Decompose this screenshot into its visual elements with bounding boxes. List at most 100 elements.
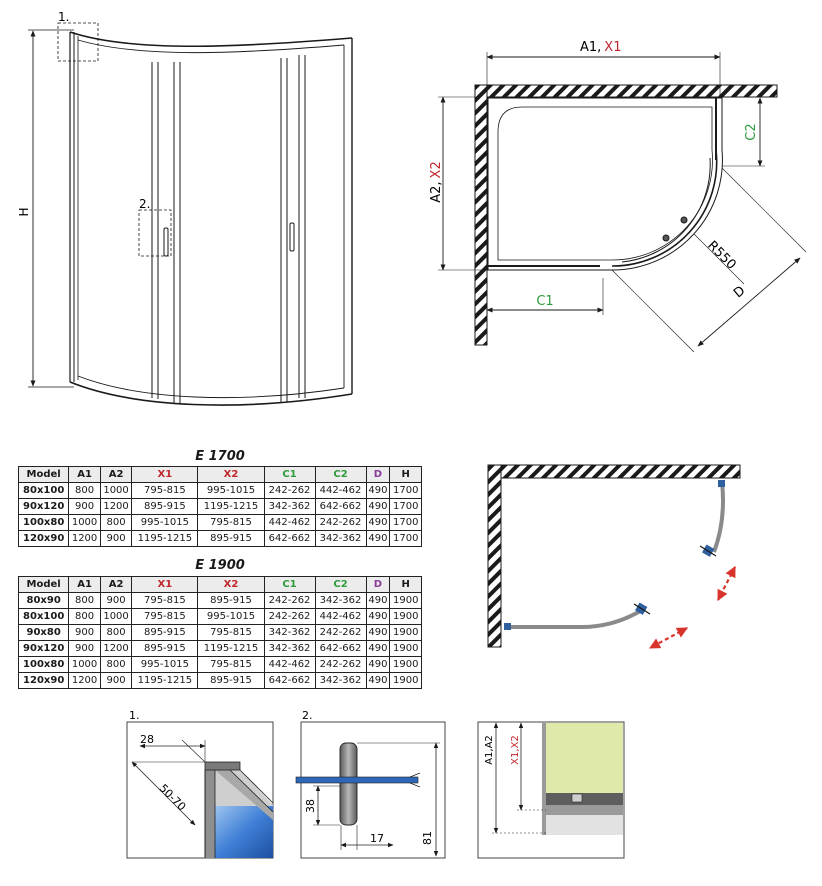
- value-cell: 490: [365, 498, 391, 515]
- callout-1-label: 1.: [58, 10, 69, 24]
- value-cell: 642-662: [314, 640, 367, 657]
- detail-2-dim-81: 81: [421, 831, 434, 845]
- value-cell: 1000: [99, 608, 133, 625]
- value-cell: 1200: [99, 640, 133, 657]
- d-label: D: [731, 283, 748, 301]
- value-cell: 895-915: [131, 498, 199, 515]
- opening-diagram: [487, 464, 741, 649]
- value-cell: 1700: [389, 514, 422, 531]
- value-cell: 1900: [389, 672, 422, 689]
- value-cell: 1700: [389, 482, 422, 499]
- value-cell: 1200: [68, 672, 101, 689]
- value-cell: 342-362: [314, 530, 367, 547]
- model-cell: 100x80: [17, 656, 70, 673]
- value-cell: 795-815: [131, 592, 199, 609]
- value-cell: 1195-1215: [131, 530, 199, 547]
- value-cell: 1700: [389, 498, 422, 515]
- value-cell: 442-462: [263, 514, 316, 531]
- value-cell: 1195-1215: [131, 672, 199, 689]
- a2-label: A2,X2: [429, 161, 444, 202]
- model-cell: 80x100: [17, 608, 70, 625]
- c2-label: C2: [744, 123, 759, 140]
- value-cell: 642-662: [263, 530, 316, 547]
- value-cell: 490: [365, 530, 391, 547]
- value-cell: 442-462: [314, 482, 367, 499]
- header-cell: C2: [314, 576, 367, 593]
- value-cell: 642-662: [314, 498, 367, 515]
- value-cell: 1200: [68, 530, 101, 547]
- value-cell: 242-262: [314, 624, 367, 641]
- header-cell: A1: [68, 576, 101, 593]
- value-cell: 895-915: [197, 592, 265, 609]
- detail-3-x-label: X1,X2: [510, 735, 521, 765]
- value-cell: 242-262: [263, 608, 316, 625]
- value-cell: 490: [365, 656, 391, 673]
- header-cell: Model: [17, 466, 70, 483]
- model-cell: 80x90: [17, 592, 70, 609]
- value-cell: 490: [365, 482, 391, 499]
- value-cell: 795-815: [197, 656, 265, 673]
- value-cell: 242-262: [314, 656, 367, 673]
- value-cell: 442-462: [263, 656, 316, 673]
- value-cell: 1200: [99, 498, 133, 515]
- value-cell: 1195-1215: [197, 498, 265, 515]
- detail-1-dim-28: 28: [140, 733, 154, 746]
- header-cell: D: [365, 466, 391, 483]
- detail-1: [126, 721, 274, 859]
- value-cell: 1900: [389, 624, 422, 641]
- detail-2: [295, 721, 446, 859]
- value-cell: 895-915: [131, 640, 199, 657]
- value-cell: 342-362: [314, 592, 367, 609]
- value-cell: 900: [68, 640, 101, 657]
- value-cell: 895-915: [131, 624, 199, 641]
- plan-view: [438, 52, 807, 353]
- value-cell: 900: [99, 530, 133, 547]
- header-cell: A1: [68, 466, 101, 483]
- callout-2-label: 2.: [139, 197, 150, 211]
- c1-label: C1: [536, 294, 553, 309]
- header-cell: X2: [197, 576, 265, 593]
- value-cell: 795-815: [197, 514, 265, 531]
- value-cell: 490: [365, 514, 391, 531]
- model-cell: 120x90: [17, 672, 70, 689]
- value-cell: 895-915: [197, 530, 265, 547]
- value-cell: 900: [99, 592, 133, 609]
- value-cell: 995-1015: [131, 514, 199, 531]
- value-cell: 795-815: [131, 608, 199, 625]
- header-cell: D: [365, 576, 391, 593]
- value-cell: 800: [68, 482, 101, 499]
- value-cell: 900: [68, 498, 101, 515]
- front-view: [28, 22, 353, 406]
- value-cell: 900: [99, 672, 133, 689]
- value-cell: 642-662: [263, 672, 316, 689]
- detail-3: [477, 721, 625, 859]
- model-cell: 120x90: [17, 530, 70, 547]
- value-cell: 242-262: [314, 514, 367, 531]
- value-cell: 800: [99, 514, 133, 531]
- detail-3-a-label: A1,A2: [484, 735, 495, 765]
- value-cell: 1000: [99, 482, 133, 499]
- value-cell: 1900: [389, 656, 422, 673]
- header-cell: Model: [17, 576, 70, 593]
- value-cell: 490: [365, 592, 391, 609]
- value-cell: 1900: [389, 608, 422, 625]
- a1-label: A1,X1: [580, 40, 621, 55]
- header-cell: A2: [99, 466, 133, 483]
- value-cell: 442-462: [314, 608, 367, 625]
- value-cell: 800: [99, 624, 133, 641]
- header-cell: H: [389, 576, 422, 593]
- header-cell: C2: [314, 466, 367, 483]
- value-cell: 242-262: [263, 592, 316, 609]
- value-cell: 1900: [389, 592, 422, 609]
